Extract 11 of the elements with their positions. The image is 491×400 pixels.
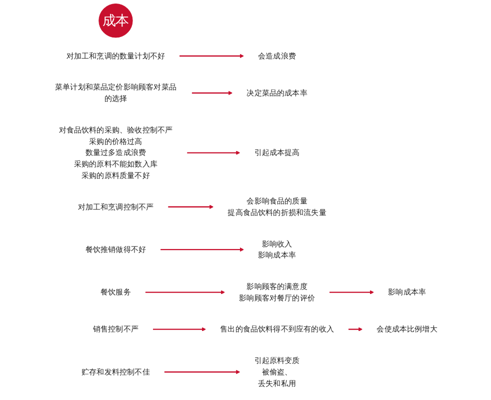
node-circle: 成本 (98, 4, 133, 38)
arrow (160, 248, 244, 252)
arrow (186, 150, 240, 155)
arrow (179, 54, 244, 58)
arrow (164, 370, 240, 374)
arrow (168, 204, 214, 209)
arrow (191, 90, 232, 96)
arrow (348, 327, 362, 332)
arrow (152, 327, 206, 332)
arrow (144, 290, 225, 294)
arrow (329, 290, 374, 294)
